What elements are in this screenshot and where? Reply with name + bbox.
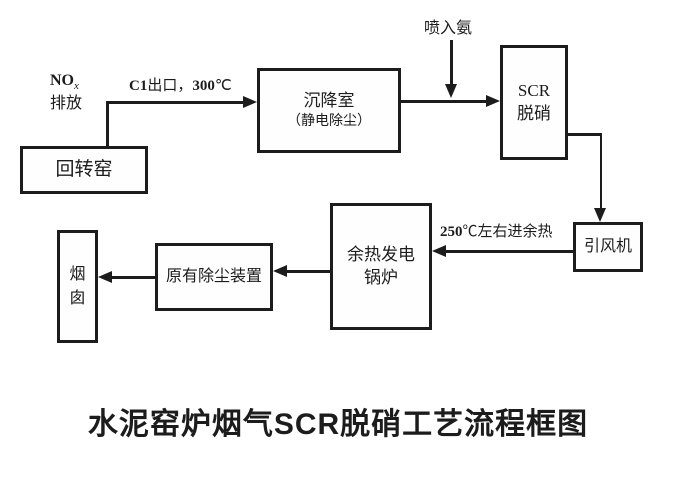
diagram-title: 水泥窑炉烟气SCR脱硝工艺流程框图	[87, 408, 589, 441]
node-waste-heat-boiler: 余热发电 锅炉	[330, 203, 432, 330]
node-rotary-kiln-label: 回转窑	[55, 159, 113, 181]
annotation-waste-heat-temp-value: 250	[440, 224, 463, 240]
node-scr-label-line2: 脱硝	[517, 103, 551, 123]
annotation-nox-formula: NO	[50, 72, 74, 89]
node-rotary-kiln: 回转窑	[20, 146, 148, 194]
node-chimney-char1: 烟	[69, 266, 86, 284]
node-scr-denitration: SCR 脱硝	[500, 45, 568, 160]
node-scr-label-line1: SCR	[517, 80, 551, 100]
node-waste-heat-boiler-line2: 锅炉	[364, 267, 398, 287]
annotation-nox-emission: NOx 排放	[50, 71, 82, 114]
node-settling-chamber-label: 沉降室	[303, 90, 355, 110]
node-chimney: 烟 囱	[57, 230, 98, 343]
connector-ammonia-injection	[450, 40, 453, 84]
arrowhead-into-scr-icon	[486, 95, 500, 107]
arrowhead-into-dust-icon	[273, 265, 287, 277]
connector-fan-to-boiler	[445, 250, 573, 253]
connector-settling-to-scr	[401, 100, 488, 103]
node-settling-chamber: 沉降室 （静电除尘）	[257, 68, 401, 153]
node-existing-dust-removal: 原有除尘装置	[155, 243, 273, 311]
connector-scr-to-fan	[599, 133, 602, 209]
annotation-waste-heat-temp-text: ℃左右进余热	[462, 224, 553, 240]
connector-kiln-to-settling	[106, 101, 244, 104]
annotation-c1-label: C1	[129, 78, 148, 94]
connector-scr-elbow-horizontal	[568, 133, 602, 136]
node-chimney-char2: 囱	[69, 289, 86, 307]
node-settling-chamber-sublabel: （静电除尘）	[287, 113, 371, 129]
annotation-c1-temp-unit: ℃	[214, 78, 232, 94]
arrowhead-ammonia-icon	[445, 84, 457, 98]
annotation-nox-subscript: x	[74, 80, 79, 93]
arrowhead-into-fan-icon	[594, 208, 606, 222]
arrowhead-into-chimney-icon	[98, 271, 112, 283]
annotation-c1-outlet-temp: C1出口，300℃	[129, 78, 232, 94]
connector-dust-to-chimney	[111, 276, 155, 279]
connector-kiln-riser	[106, 101, 109, 146]
arrowhead-into-settling-icon	[243, 96, 257, 108]
node-existing-dust-removal-label: 原有除尘装置	[165, 268, 262, 286]
arrowhead-into-boiler-icon	[432, 245, 446, 257]
annotation-nox-line2: 排放	[50, 94, 83, 112]
connector-boiler-to-dust	[286, 270, 330, 273]
node-induced-draft-fan: 引风机	[573, 222, 643, 272]
annotation-c1-temp-value: 300	[192, 78, 215, 94]
annotation-waste-heat-temp: 250℃左右进余热	[440, 223, 553, 242]
annotation-ammonia-injection: 喷入氨	[424, 20, 473, 37]
node-induced-draft-fan-label: 引风机	[583, 238, 632, 256]
node-waste-heat-boiler-line1: 余热发电	[347, 244, 415, 264]
